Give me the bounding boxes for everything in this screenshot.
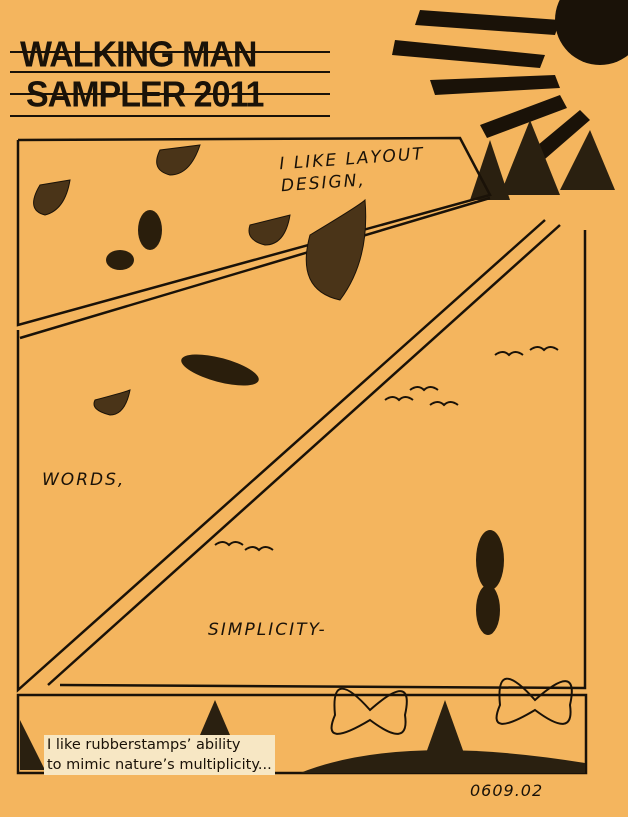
caption-line-1: I like rubberstamps’ ability	[47, 737, 241, 753]
panel-lines	[16, 136, 588, 775]
title-line-2: SAMPLER 2011	[26, 75, 264, 115]
title-rules	[10, 51, 330, 117]
simplicity-text: SIMPLICITY-	[208, 620, 327, 640]
date-stamp: 0609.02	[470, 781, 544, 800]
caption-line-2: to mimic nature’s multiplicity...	[47, 757, 272, 773]
butterfly-icons	[330, 677, 573, 735]
caption: I like rubberstamps’ ability to mimic na…	[44, 735, 275, 775]
raindrop-icons	[33, 144, 367, 416]
walking-man-figures	[106, 210, 504, 635]
words-text: WORDS,	[42, 470, 126, 490]
bottom-landscape	[20, 700, 585, 773]
title-line-1: WALKING MAN	[20, 35, 257, 75]
bird-icons	[214, 346, 559, 552]
sun-icon	[392, 0, 628, 172]
pine-trees	[470, 120, 615, 200]
